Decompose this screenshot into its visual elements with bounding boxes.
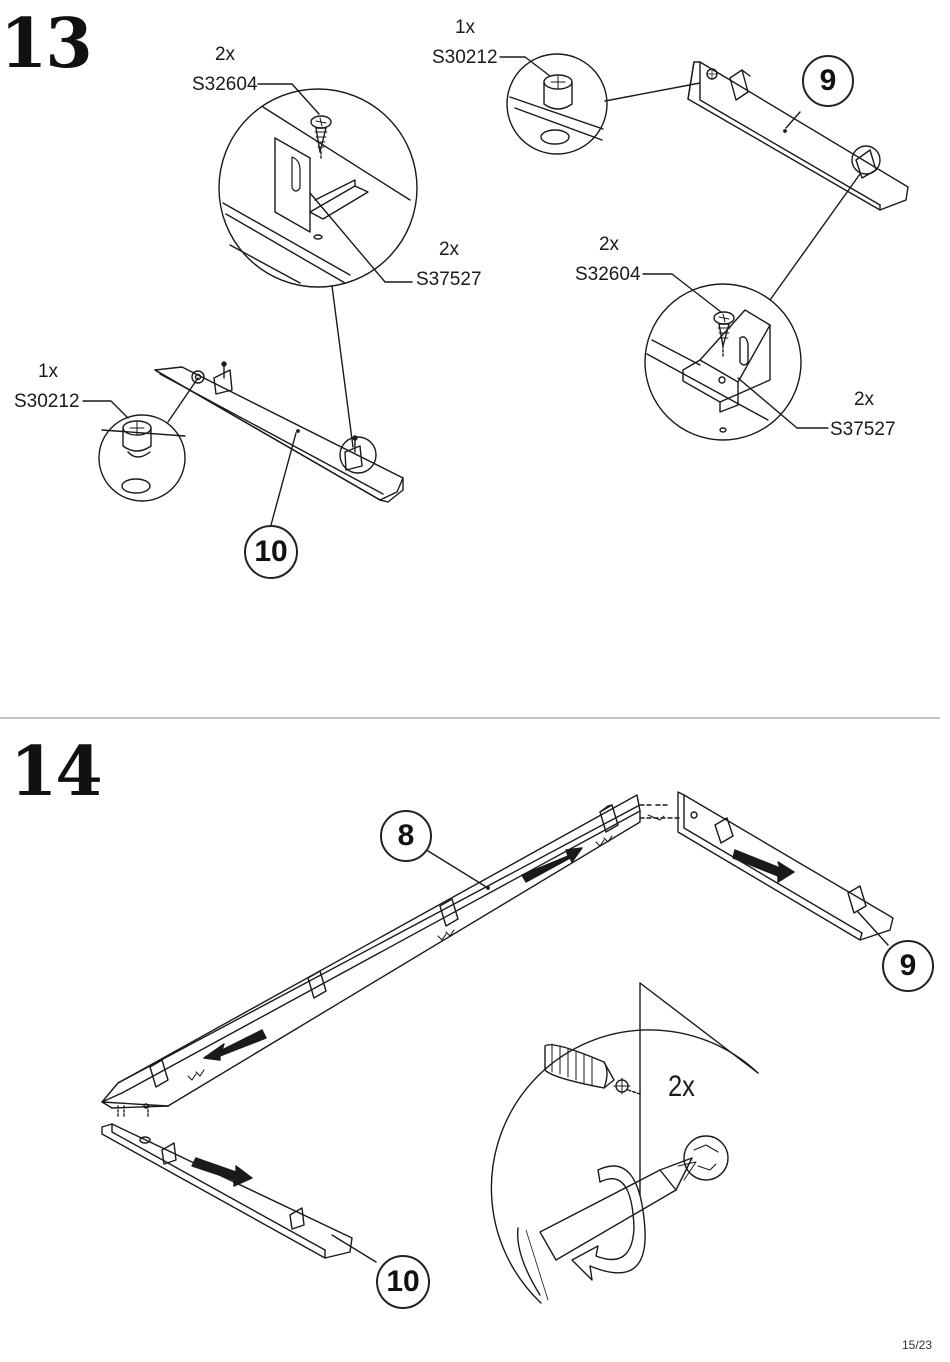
board-9-step13 xyxy=(687,61,909,211)
leader-f xyxy=(737,377,829,429)
part-callout-9: 9 xyxy=(802,55,854,107)
arrow-left-board10 xyxy=(191,1157,253,1187)
part-callout-10: 10 xyxy=(244,525,298,579)
rotate-arrow-icon xyxy=(571,1165,646,1281)
qty-label: 2x xyxy=(214,44,236,65)
leader-9-step14 xyxy=(857,911,889,946)
step-number-14: 14 xyxy=(10,732,103,812)
part-callout-9: 9 xyxy=(882,940,934,992)
leader-10 xyxy=(270,432,297,526)
leader-c xyxy=(309,192,413,283)
leader-8 xyxy=(419,845,489,889)
leader-a xyxy=(257,83,320,115)
bracket-detail-right xyxy=(646,309,771,433)
board-9-step14 xyxy=(677,791,894,941)
part-code-label: S30212 xyxy=(14,391,80,412)
part-code-label: S37527 xyxy=(416,269,482,290)
qty-label: 2x xyxy=(598,234,620,255)
arrow-left-board9 xyxy=(732,849,795,883)
leader-circle-to-board9 xyxy=(769,173,861,301)
leader-b2 xyxy=(499,56,551,77)
leader-cam-to-board9 xyxy=(604,82,701,102)
step14-drawing xyxy=(101,791,894,1304)
part-callout-8: 8 xyxy=(380,810,432,862)
part-code-label: S30212 xyxy=(432,47,498,68)
detail-circle-cam-left xyxy=(98,414,186,502)
leader-b xyxy=(82,400,129,419)
leader-e xyxy=(642,273,722,313)
arrow-left-board8 xyxy=(203,1029,267,1061)
board-8 xyxy=(101,794,641,1109)
board-10-step13 xyxy=(154,361,404,503)
leader-cam-to-board xyxy=(167,377,199,423)
leader-circle-to-board xyxy=(331,285,354,448)
leader-10-step14 xyxy=(331,1234,377,1263)
arrow-right-board8 xyxy=(521,847,583,883)
detail-circle-screwdriver xyxy=(490,982,759,1304)
leader-9 xyxy=(785,111,801,129)
qty-label: 2x xyxy=(438,239,460,260)
qty-label: 1x xyxy=(37,361,59,382)
cam-lock-detail-left xyxy=(101,420,186,494)
page-number: 15/23 xyxy=(901,1338,932,1352)
detail-circle-bracket xyxy=(218,88,418,288)
bracket-detail xyxy=(222,106,411,284)
part-code-label: S37527 xyxy=(830,419,896,440)
step-number-13: 13 xyxy=(0,4,93,84)
detail-qty-label: 2x xyxy=(668,1070,695,1103)
part-callout-10: 10 xyxy=(376,1255,430,1309)
qty-label: 2x xyxy=(853,389,875,410)
cam-lock-detail-right xyxy=(509,74,604,145)
board-10-step14 xyxy=(101,1103,353,1259)
part-code-label: S32604 xyxy=(575,264,641,285)
detail-circle-cam-right xyxy=(506,53,608,155)
qty-label: 1x xyxy=(454,17,476,38)
step13-drawing xyxy=(82,53,909,526)
part-code-label: S32604 xyxy=(192,74,258,95)
detail-circle-bracket-right xyxy=(644,283,802,441)
